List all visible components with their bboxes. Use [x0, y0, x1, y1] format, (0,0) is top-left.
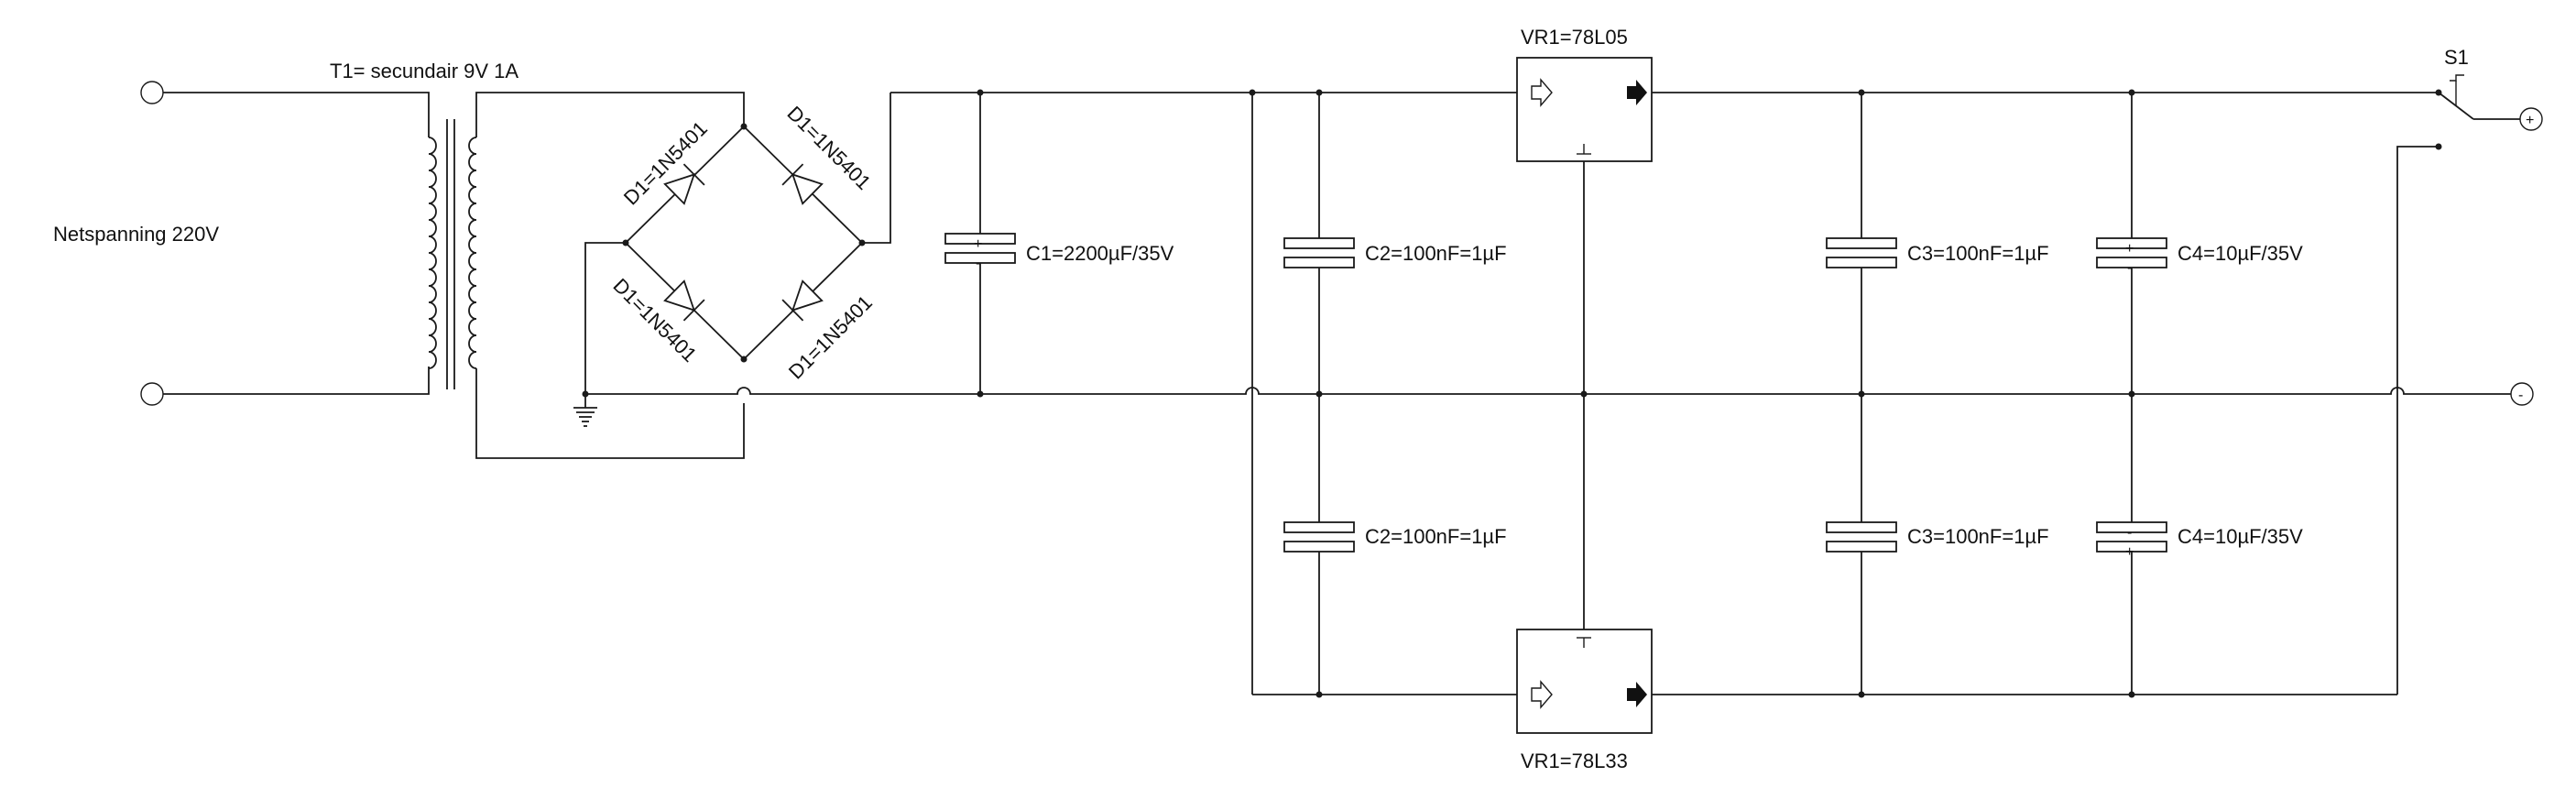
- svg-text:-: -: [2127, 260, 2132, 276]
- diode-d1-top-left: [663, 163, 705, 205]
- capacitor-c4-bottom: - +: [2096, 394, 2167, 695]
- diode-label-bottom-left: D1=1N5401: [608, 274, 701, 367]
- switch-label: S1: [2444, 46, 2469, 69]
- mains-label: Netspanning 220V: [53, 223, 219, 246]
- mains-terminal-bottom: [140, 382, 164, 406]
- transformer-t1: [428, 119, 477, 389]
- mains-terminal-top: [140, 81, 164, 104]
- capacitor-c1: + -: [944, 93, 1016, 394]
- diode-d1-bottom-left: [663, 279, 705, 322]
- svg-text:+: +: [974, 236, 982, 252]
- transformer-label: T1= secundair 9V 1A: [330, 60, 518, 82]
- svg-text:-: -: [2127, 525, 2132, 541]
- capacitor-c3-top: [1826, 93, 1897, 394]
- capacitor-c4-bottom-label: C4=10µF/35V: [2178, 525, 2303, 548]
- capacitor-c4-top-label: C4=10µF/35V: [2178, 242, 2303, 265]
- diode-label-top-left: D1=1N5401: [619, 116, 712, 209]
- ground-icon: [573, 394, 597, 427]
- capacitor-c3-top-label: C3=100nF=1µF: [1907, 242, 2049, 265]
- diode-d1-top-right: [781, 163, 824, 205]
- capacitor-c2-top: [1283, 93, 1355, 394]
- svg-text:+: +: [2125, 544, 2134, 560]
- junction-dots: [977, 89, 2135, 698]
- capacitor-c3-bottom: [1826, 394, 1897, 695]
- regulator-top-label: VR1=78L05: [1521, 26, 1628, 49]
- switch-s1[interactable]: [2435, 74, 2521, 150]
- capacitor-c2-bottom-label: C2=100nF=1µF: [1365, 525, 1507, 548]
- capacitor-c1-label: C1=2200µF/35V: [1026, 242, 1174, 265]
- svg-text:-: -: [2518, 388, 2523, 403]
- svg-text:+: +: [2125, 241, 2134, 257]
- capacitor-c2-top-label: C2=100nF=1µF: [1365, 242, 1507, 265]
- regulator-bottom-label: VR1=78L33: [1521, 750, 1628, 772]
- output-terminal-minus: -: [2510, 382, 2534, 406]
- capacitor-c2-bottom: [1283, 394, 1355, 695]
- regulator-vr1-78l05: [1516, 57, 1653, 162]
- capacitor-c4-top: + -: [2096, 93, 2167, 394]
- capacitor-c3-bottom-label: C3=100nF=1µF: [1907, 525, 2049, 548]
- diode-d1-bottom-right: [781, 279, 824, 322]
- svg-text:+: +: [2526, 113, 2534, 128]
- output-terminal-plus: +: [2519, 107, 2543, 131]
- regulator-vr1-78l33: [1516, 629, 1653, 734]
- svg-text:-: -: [976, 256, 980, 271]
